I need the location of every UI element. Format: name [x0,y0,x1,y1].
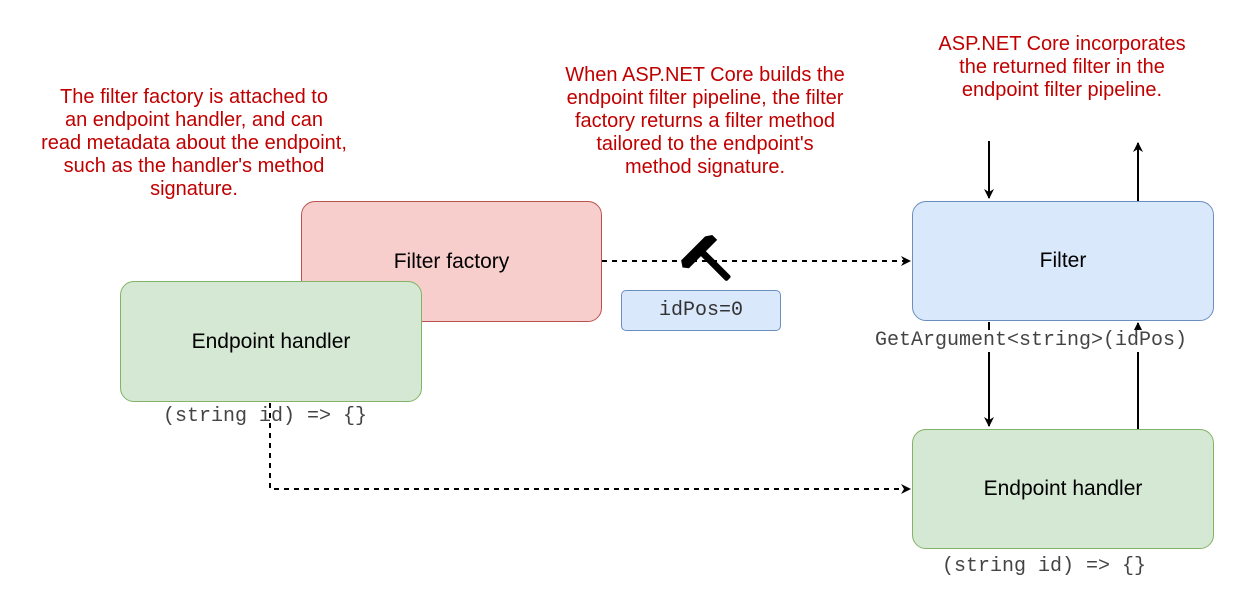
handler-signature-left: (string id) => {} [163,405,368,428]
id-pos-tag: idPos=0 [621,290,781,331]
filter-factory-label: Filter factory [393,249,510,273]
get-argument-label: GetArgument<string>(idPos) [875,329,1188,352]
endpoint-handler-box-right: Endpoint handler [912,429,1214,549]
note-pipeline-incorporate: ASP.NET Core incorporates the returned f… [938,33,1186,101]
filter-box: Filter [912,201,1214,321]
filter-label: Filter [1039,249,1087,272]
id-pos-label: idPos=0 [658,299,743,322]
endpoint-handler-label-right: Endpoint handler [983,477,1143,500]
endpoint-handler-box-left: Endpoint handler [120,281,422,402]
endpoint-handler-label-left: Endpoint handler [191,329,351,353]
note-pipeline-build: When ASP.NET Core builds the endpoint fi… [565,64,845,178]
handler-signature-right: (string id) => {} [942,555,1147,578]
handler-to-handler-arrow [269,403,911,494]
note-filter-factory: The filter factory is attached to an end… [41,86,347,200]
hammer-icon [681,234,731,281]
